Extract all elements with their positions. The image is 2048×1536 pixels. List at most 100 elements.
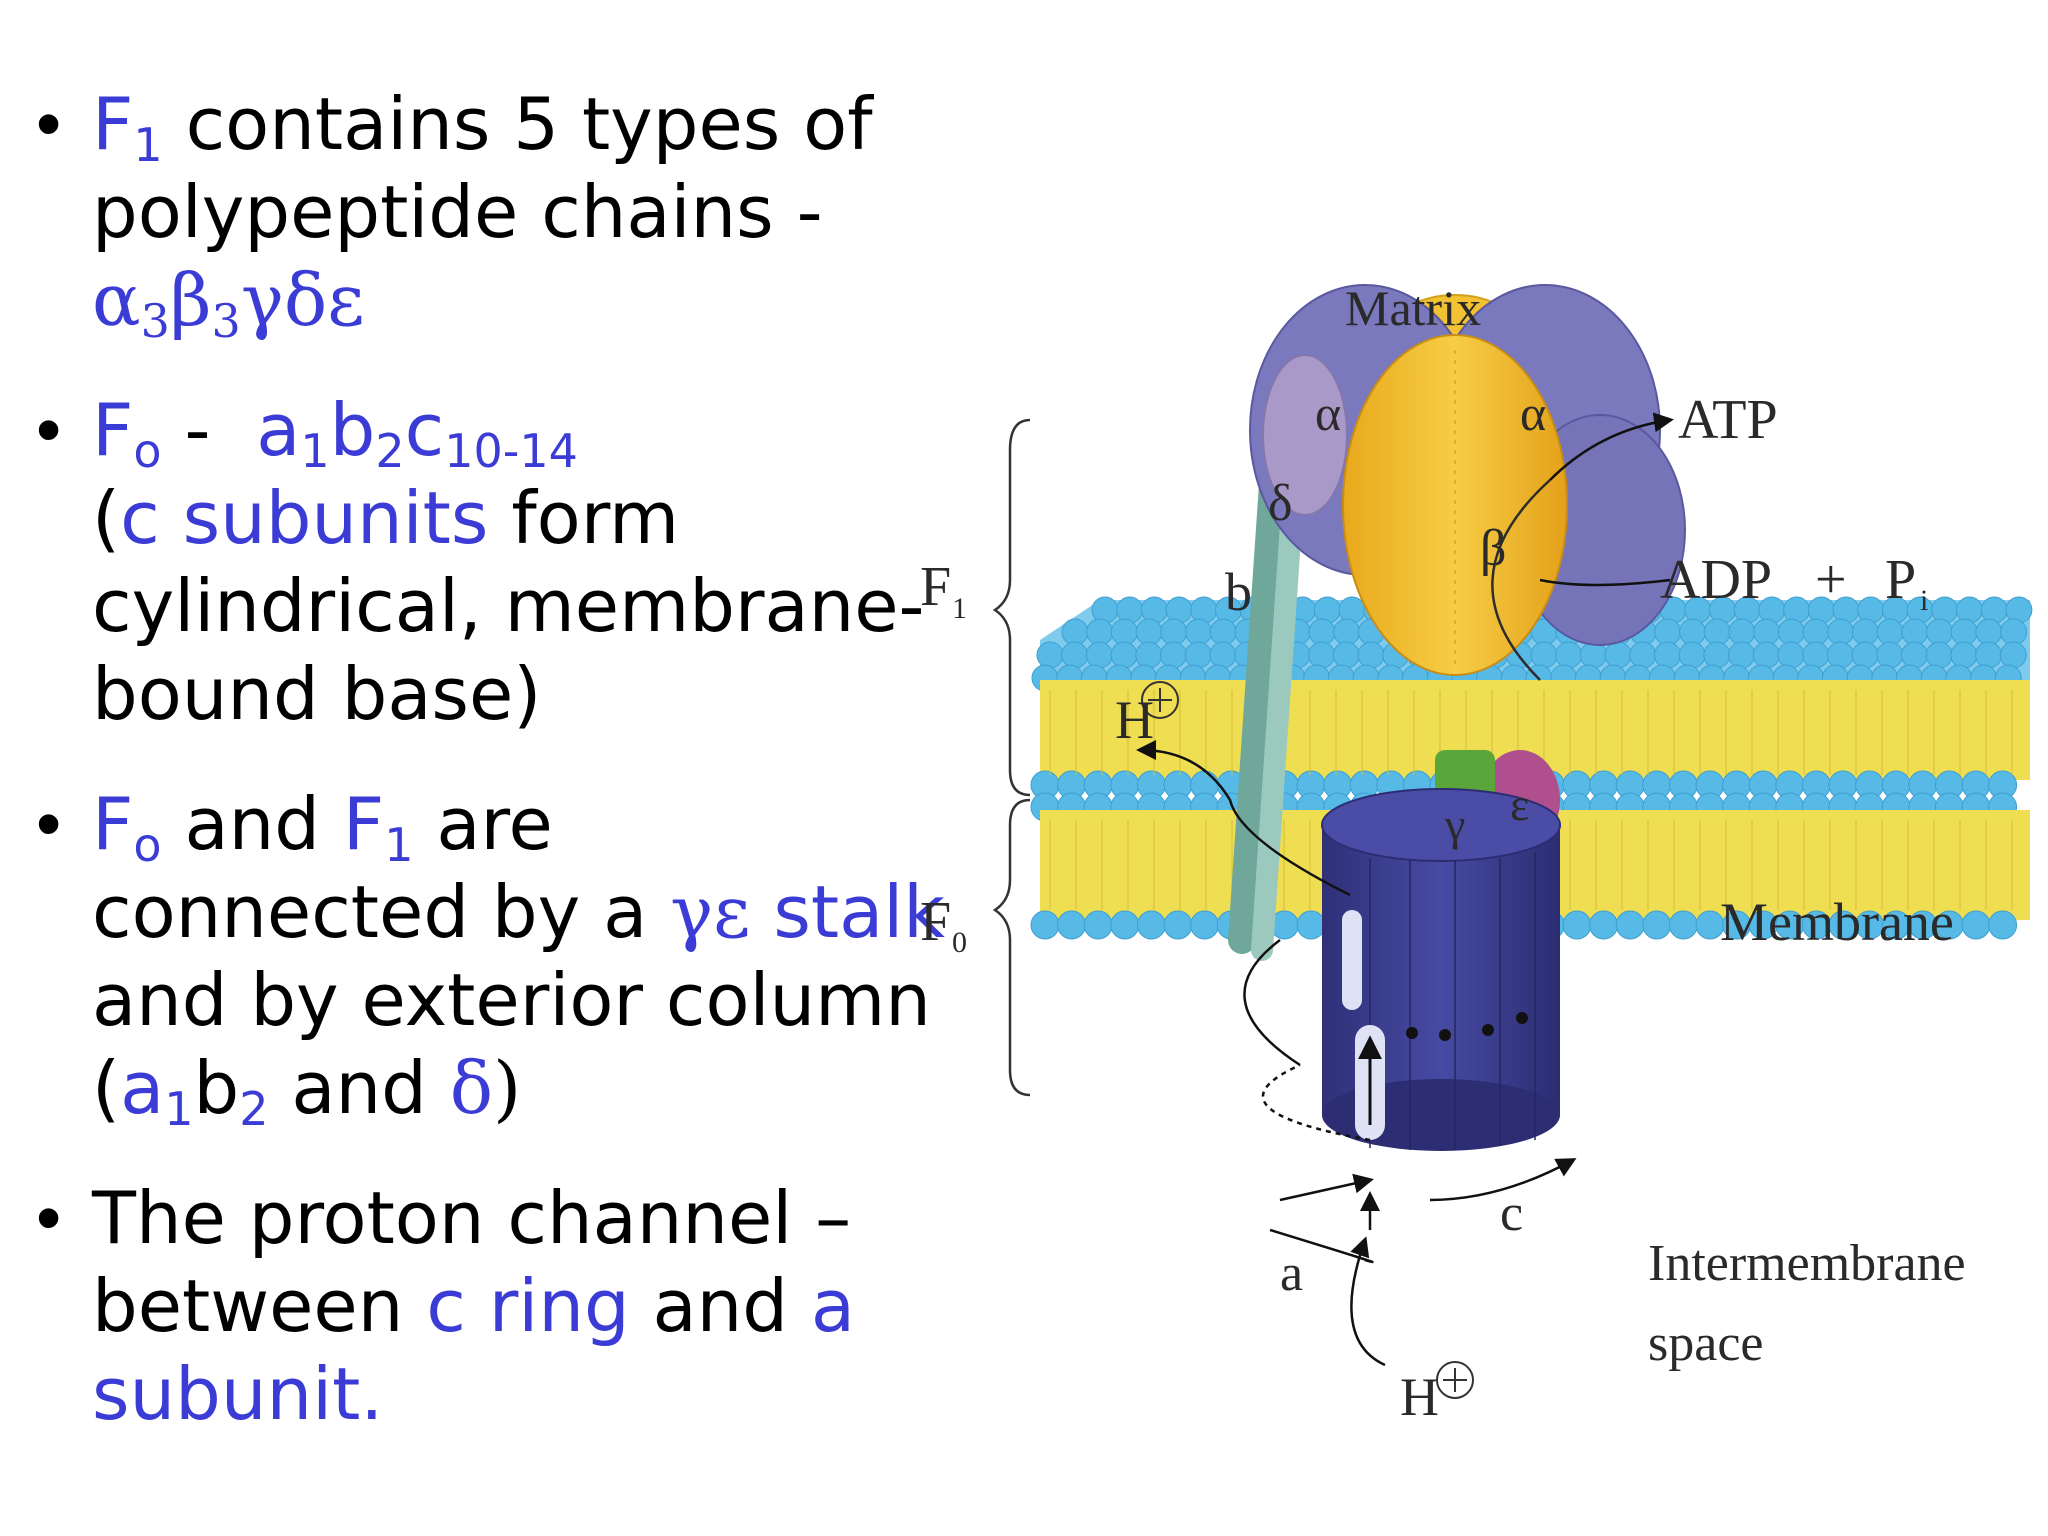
bullet-line: Fo and F1 are — [92, 780, 916, 868]
lipid-head — [1668, 910, 1698, 940]
lipid-head — [1925, 641, 1953, 669]
svg-text:H: H — [1400, 1367, 1439, 1427]
beta-subscript: 3 — [211, 294, 241, 348]
c-subunits-term: c subunits — [120, 476, 489, 560]
bullet-dot: • — [36, 84, 62, 164]
a-term: a — [810, 1264, 856, 1348]
bullet-text: and — [161, 782, 343, 866]
lipid-head — [1802, 641, 1830, 669]
bullet-text: ( — [92, 1046, 121, 1130]
lipid-head — [1961, 910, 1991, 940]
a-subscript: 1 — [300, 424, 330, 478]
f1-subscript: 1 — [133, 118, 163, 172]
lipid-head — [1604, 641, 1632, 669]
fo-subscript: o — [133, 818, 162, 872]
lipid-tail-lines — [1049, 690, 2013, 910]
lipid-head — [1308, 641, 1336, 669]
a-label: a — [1280, 1245, 1303, 1302]
lipid-head — [1163, 910, 1193, 940]
bullet-text: bound base) — [92, 652, 542, 736]
bullet-text: contains 5 types of — [162, 82, 873, 166]
lipid-head — [1562, 910, 1592, 940]
lipid-head — [1777, 618, 1805, 646]
b-symbol: b — [329, 388, 376, 472]
lipid-head — [1061, 618, 1089, 646]
bullet-line: (a1b2 and δ) — [92, 1044, 916, 1132]
lipid-head — [1333, 618, 1361, 646]
lipid-head — [1057, 910, 1087, 940]
bullet-text: and — [268, 1046, 450, 1130]
lipid-head — [1950, 641, 1978, 669]
svg-text:i: i — [1920, 584, 1928, 617]
lipid-head — [1901, 641, 1928, 669]
bullet-f1-composition: • F1 contains 5 types of polypeptide cha… — [36, 80, 916, 344]
svg-text:ATP: ATP — [1678, 389, 1778, 451]
delta-subunit — [1262, 354, 1348, 516]
a-symbol: a — [256, 388, 301, 472]
lipid-head — [1135, 641, 1163, 669]
b-subscript: 2 — [375, 424, 405, 478]
lipid-head — [1555, 641, 1583, 669]
svg-text:0: 0 — [952, 926, 967, 959]
lipid-head — [1160, 618, 1188, 646]
b-label: b — [1225, 562, 1252, 622]
lipid-head — [1975, 618, 2003, 646]
lipid-head — [1135, 618, 1163, 646]
lipid-head — [1332, 641, 1360, 669]
beta-label: β — [1480, 520, 1506, 577]
svg-text:ADP: ADP — [1660, 549, 1772, 611]
bullet-text: The proton channel – — [92, 1176, 852, 1260]
bullet-dot: • — [36, 784, 62, 864]
lipid-head — [1728, 618, 1756, 646]
bullet-line: between c ring and a — [92, 1262, 916, 1350]
delta-label: δ — [1268, 475, 1293, 532]
gamma-label: γ — [1444, 799, 1465, 850]
alpha-left-label: α — [1315, 385, 1341, 441]
lipid-head — [1642, 910, 1672, 940]
lipid-head — [1184, 641, 1212, 669]
bullet-dot: • — [36, 390, 62, 470]
lipid-head — [1160, 641, 1187, 669]
epsilon-label: ε — [1510, 779, 1529, 830]
lipid-head — [1654, 641, 1681, 669]
lipid-head — [1629, 641, 1657, 669]
bullet-text: are — [413, 782, 553, 866]
bullet-text: and — [629, 1264, 811, 1348]
bullet-line: Fo - a1b2c10-14 — [92, 386, 916, 474]
c-ring — [1321, 788, 1561, 1151]
lipid-head — [1654, 618, 1682, 646]
bullet-connection: • Fo and F1 are connected by a γε stalk … — [36, 780, 945, 1132]
beta-subunit — [1342, 334, 1568, 676]
bullet-fo-composition: • Fo - a1b2c10-14 (c subunits form cylin… — [36, 386, 925, 738]
svg-text:H: H — [1115, 690, 1154, 750]
lipid-head — [1589, 910, 1619, 940]
bullet-list: • F1 contains 5 types of polypeptide cha… — [36, 80, 945, 1480]
lipid-head — [1851, 618, 1879, 646]
c-label: c — [1500, 1185, 1523, 1242]
lipid-head — [1185, 618, 1212, 646]
alpha-subscript: 3 — [140, 294, 170, 348]
svg-text:F: F — [920, 891, 951, 953]
lipid-head — [1296, 910, 1326, 940]
lipid-head — [1703, 641, 1731, 669]
a-subscript: 1 — [164, 1082, 194, 1136]
lipid-head — [1209, 641, 1237, 669]
lipid-head — [1753, 618, 1781, 646]
c-subunit-channel — [1342, 910, 1362, 1010]
bullet-line: (c subunits form — [92, 474, 916, 562]
bullet-text: connected by a — [92, 870, 671, 954]
space-label: space — [1648, 1315, 1763, 1372]
lipid-head — [1777, 641, 1805, 669]
region-braces — [992, 418, 1031, 1097]
bullet-text: between — [92, 1264, 427, 1348]
h-bottom-label — [1436, 1361, 1474, 1399]
b-subunit-stalk — [1228, 441, 1306, 961]
lipid-head — [1530, 641, 1558, 669]
intermembrane-label: Intermembrane — [1648, 1235, 1966, 1292]
lipid-head — [1357, 641, 1385, 669]
c-ring-top — [1321, 788, 1561, 862]
membrane-label: Membrane — [1720, 892, 1954, 952]
svg-text:+: + — [1815, 549, 1847, 611]
